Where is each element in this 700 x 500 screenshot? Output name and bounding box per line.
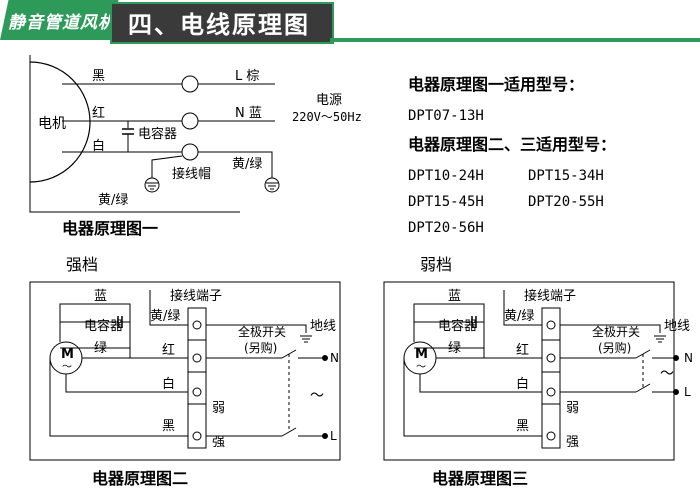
ground-icon: [264, 177, 280, 193]
d1-yg-label: 黄/绿: [98, 193, 128, 208]
diagram-2: [29, 281, 341, 461]
ground-icon: [654, 335, 666, 343]
d3-N: N: [684, 351, 693, 365]
d1-black-label: 黑: [92, 69, 105, 84]
d2-switch-note: (另购): [244, 340, 277, 355]
d2-blue: 蓝: [94, 289, 107, 304]
ground-icon: [144, 177, 160, 193]
d3-blue: 蓝: [448, 289, 461, 304]
models-line2: 电器原理图二、三适用型号：: [408, 135, 616, 154]
d3-caption: 电器原理图三: [432, 469, 528, 488]
diagram1-motor-arc: [29, 61, 91, 183]
d1-caption: 电器原理图一: [62, 219, 158, 238]
d3-tilde: ～: [660, 366, 674, 382]
d2-N: N: [330, 351, 339, 365]
diagram2-frame: [29, 281, 341, 461]
diagram-3: [383, 281, 679, 461]
d2-motor-M: M: [61, 347, 74, 362]
d2-motor-tilde: ～: [62, 362, 72, 373]
d2-terminal-block: 接线端子: [170, 288, 222, 304]
d2-L: L: [330, 429, 337, 443]
d1-N-label: N 蓝: [235, 106, 262, 121]
d3-switch-note: (另购): [598, 340, 631, 355]
d2-white: 白: [162, 376, 175, 392]
d2-yellow-green: 黄/绿: [150, 309, 180, 324]
model-row1a: DPT10-24H: [408, 168, 484, 184]
d2-strong: 强: [212, 435, 225, 450]
d1-white-label: 白: [92, 138, 105, 154]
power-value: 220V～50Hz: [292, 110, 362, 124]
d2-tilde: ～: [310, 388, 324, 404]
d3-white: 白: [516, 376, 529, 392]
brand-name: 静音管道风机: [8, 13, 116, 33]
diagram2-terminal-block: [187, 307, 207, 449]
model-row2b: DPT20-55H: [528, 194, 604, 210]
ground-icon: [300, 335, 312, 343]
d1-red-label: 红: [92, 105, 105, 121]
d1-L-label: L 棕: [235, 69, 259, 84]
model-1: DPT07-13H: [408, 108, 484, 124]
d3-L: L: [684, 385, 691, 399]
model-row2a: DPT15-45H: [408, 194, 484, 210]
d1-terminal-cap-label: 接线帽: [172, 166, 211, 182]
d3-yellow-green: 黄/绿: [504, 309, 534, 324]
models-line1: 电器原理图一适用型号：: [408, 75, 584, 94]
diagram3-frame: [383, 281, 675, 461]
header-rule: [330, 38, 700, 42]
terminal-cap: [181, 143, 199, 161]
header: 静音管道风机 四、电线原理图: [0, 0, 700, 44]
d3-motor-M: M: [415, 347, 428, 362]
title-background: [110, 2, 334, 44]
model-row3a: DPT20-56H: [408, 220, 484, 236]
d2-weak: 弱: [212, 401, 225, 416]
d1-motor-label: 电机: [38, 116, 66, 132]
power-label: 电源: [316, 93, 342, 108]
diagram3-terminal-block: [541, 307, 561, 449]
diagram-1: [29, 55, 280, 213]
page-title: 四、电线原理图: [128, 11, 310, 39]
d1-capacitor-label: 电容器: [138, 126, 177, 142]
d3-ground: 地线: [664, 319, 690, 334]
d3-green: 绿: [448, 341, 461, 356]
d3-switch: 全极开关: [592, 324, 640, 339]
diagram1-frame: [29, 55, 240, 213]
d2-capacitor: 电容器: [84, 318, 123, 334]
d2-caption: 电器原理图二: [92, 469, 188, 488]
terminal-L: [181, 75, 199, 93]
d1-yg-right-label: 黄/绿: [232, 157, 262, 172]
d2-switch: 全极开关: [238, 324, 286, 339]
d3-terminal-block: 接线端子: [524, 288, 576, 304]
model-row1b: DPT15-34H: [528, 168, 604, 184]
d3-motor-tilde: ～: [416, 362, 426, 373]
d2-black: 黑: [162, 419, 175, 434]
d3-heading: 弱档: [420, 255, 452, 274]
d2-ground: 地线: [310, 319, 336, 334]
d3-strong: 强: [566, 435, 579, 450]
d3-weak: 弱: [566, 401, 579, 416]
terminal-N: [181, 112, 199, 130]
d3-capacitor: 电容器: [438, 318, 477, 334]
d3-black: 黑: [516, 419, 529, 434]
d3-red: 红: [516, 342, 529, 358]
d2-red: 红: [162, 342, 175, 358]
d2-green: 绿: [94, 341, 107, 356]
d2-heading: 强档: [66, 255, 98, 274]
